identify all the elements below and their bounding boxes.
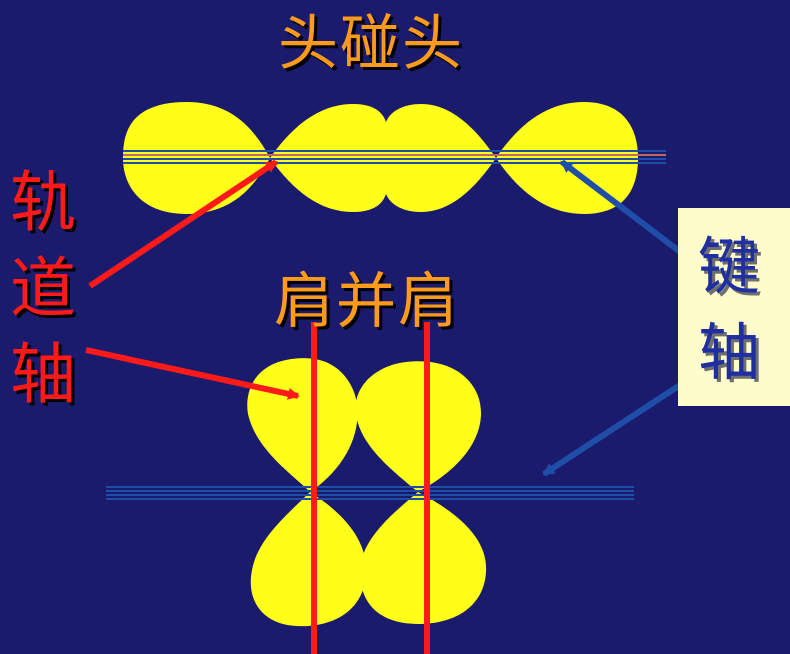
orbital-axis-char-3: 轴 bbox=[10, 332, 86, 418]
orbital-axis-char-2: 道 bbox=[10, 246, 86, 332]
upper-right-lobe bbox=[355, 361, 480, 492]
bond-axis-char-2: 轴 bbox=[698, 310, 760, 396]
orbital-axis-char-1: 轨 bbox=[10, 160, 86, 246]
lower-left-lobe bbox=[251, 492, 366, 626]
bottom-bond-axis bbox=[106, 487, 634, 499]
shoulder-by-shoulder-title: 肩并肩 bbox=[274, 272, 460, 332]
shoulder-by-shoulder-lobes bbox=[247, 358, 486, 626]
lower-right-lobe bbox=[360, 492, 486, 624]
bond-axis-char-1: 键 bbox=[698, 224, 760, 310]
bond-axis-arrow-bottom bbox=[544, 372, 700, 474]
orbital-axis-label: 轨 道 轴 bbox=[10, 160, 86, 418]
head-to-head-title: 头碰头 bbox=[278, 14, 464, 74]
bond-axis-label-box: 键 轴 bbox=[678, 208, 790, 406]
bond-axis-label: 键 轴 bbox=[698, 224, 760, 396]
upper-left-lobe bbox=[247, 358, 357, 492]
